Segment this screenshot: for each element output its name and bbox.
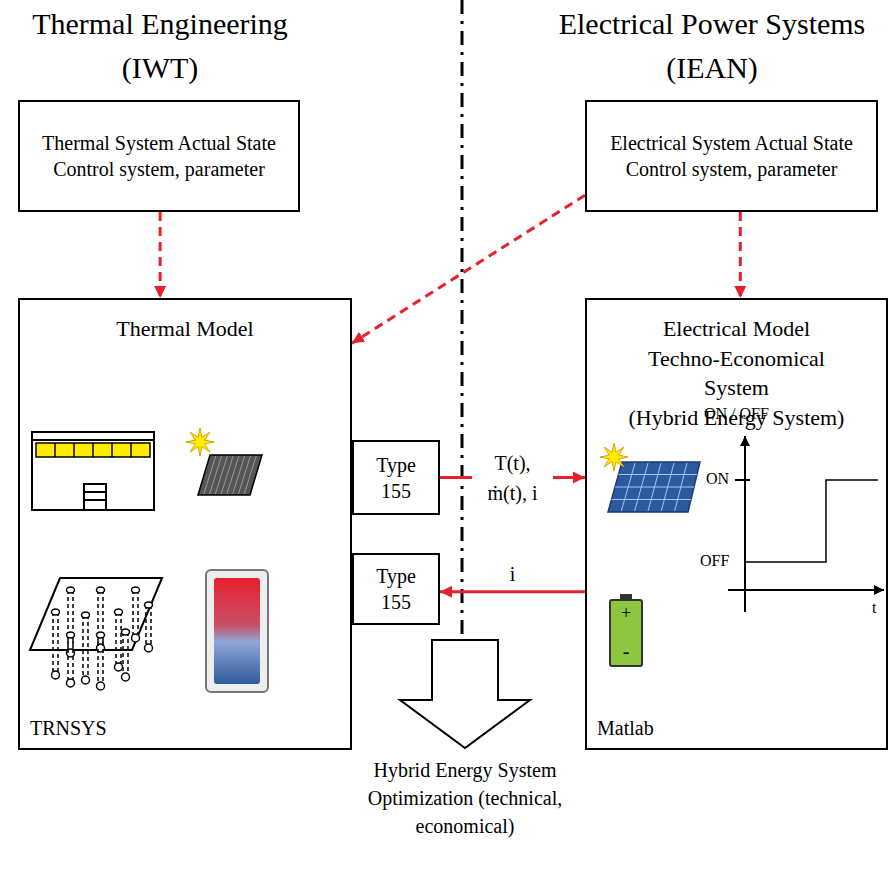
box-heading-group: Thermal Model bbox=[20, 314, 350, 344]
state-box: Electrical System Actual State Control s… bbox=[585, 100, 878, 212]
battery-terminal: + bbox=[618, 602, 634, 625]
axis-label: ON / OFF bbox=[704, 404, 794, 425]
borehole-field-icon bbox=[30, 578, 162, 690]
pv-panel-icon bbox=[600, 443, 700, 512]
battery-terminal: - bbox=[618, 638, 634, 664]
parameter-arrow bbox=[159, 212, 162, 298]
axis-tick-label: ON bbox=[706, 469, 736, 490]
box-text: Thermal System Actual State Control syst… bbox=[26, 130, 292, 182]
section-heading: Electrical Power Systems (IEAN) bbox=[534, 2, 890, 90]
box-text: Type 155 bbox=[360, 563, 432, 615]
result-caption: Hybrid Energy System Optimization (techn… bbox=[362, 756, 568, 840]
box-heading: Electrical Model bbox=[622, 314, 852, 344]
on-off-chart bbox=[728, 436, 884, 612]
signal-label: T(t), ṁ(t), i bbox=[472, 448, 553, 508]
result-arrow bbox=[400, 640, 530, 748]
box-heading: Techno-Economical System bbox=[622, 344, 852, 403]
divider-line bbox=[461, 0, 464, 640]
box-text: Electrical System Actual State Control s… bbox=[593, 130, 870, 182]
building-icon bbox=[32, 432, 154, 510]
storage-tank-icon bbox=[206, 570, 268, 692]
axis-tick-label: OFF bbox=[700, 551, 740, 572]
section-heading: Thermal Engineering (IWT) bbox=[2, 2, 318, 90]
signal-label: i bbox=[500, 559, 526, 589]
axis-label: t bbox=[872, 598, 884, 619]
data-arrow bbox=[440, 590, 585, 593]
model-box: Thermal ModelTRNSYS bbox=[18, 298, 352, 750]
state-box: Thermal System Actual State Control syst… bbox=[18, 100, 300, 212]
solar-collector-icon bbox=[186, 428, 262, 495]
battery-icon bbox=[610, 594, 642, 666]
parameter-arrow bbox=[739, 212, 742, 298]
tool-name: Matlab bbox=[597, 717, 654, 740]
parameter-arrow bbox=[352, 195, 585, 343]
storage-tank-fill bbox=[214, 578, 260, 684]
interface-box: Type 155 bbox=[352, 440, 440, 515]
interface-box: Type 155 bbox=[352, 553, 440, 625]
box-heading: Thermal Model bbox=[85, 314, 285, 344]
tool-name: TRNSYS bbox=[30, 717, 107, 740]
box-text: Type 155 bbox=[360, 452, 432, 504]
model-box: Electrical ModelTechno-Economical System… bbox=[585, 298, 888, 750]
